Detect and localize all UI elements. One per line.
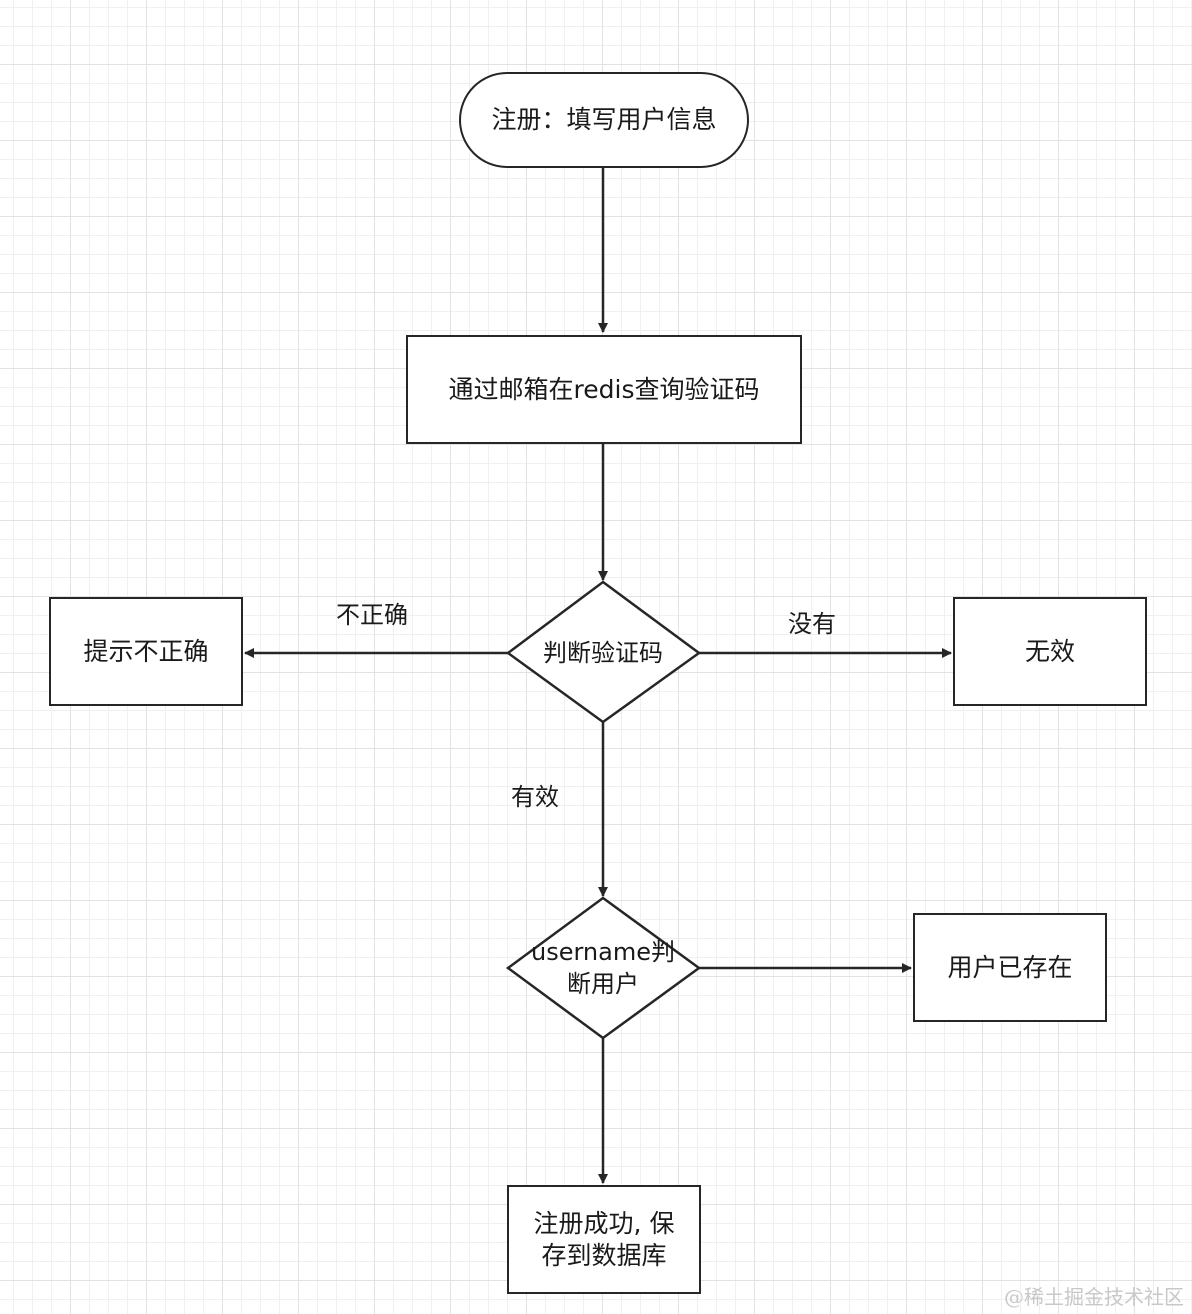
invalid-node-label: 无效 [1024,636,1075,666]
start-node: 注册：填写用户信息 [459,72,749,168]
edge-label-none: 没有 [788,610,836,638]
edge-label-incorrect: 不正确 [336,601,408,629]
query-code-node: 通过邮箱在redis查询验证码 [406,335,802,444]
user-exists-node-label: 用户已存在 [947,952,1073,982]
start-node-label: 注册：填写用户信息 [491,105,717,134]
success-node: 注册成功, 保存到数据库 [507,1185,701,1294]
invalid-node: 无效 [953,597,1147,706]
query-code-node-label: 通过邮箱在redis查询验证码 [448,374,760,404]
success-node-label: 注册成功, 保存到数据库 [533,1208,675,1270]
check-code-label: 判断验证码 [543,639,663,667]
watermark: @稀土掘金技术社区 [1004,1285,1184,1309]
edge-label-valid: 有效 [511,783,559,811]
check-user-label: username判断用户 [531,938,675,998]
decision-diamond-check-user [505,896,702,1040]
decision-diamond-verify-code [505,580,702,724]
user-exists-node: 用户已存在 [913,913,1107,1022]
incorrect-node-label: 提示不正确 [83,636,209,666]
incorrect-node: 提示不正确 [49,597,243,706]
